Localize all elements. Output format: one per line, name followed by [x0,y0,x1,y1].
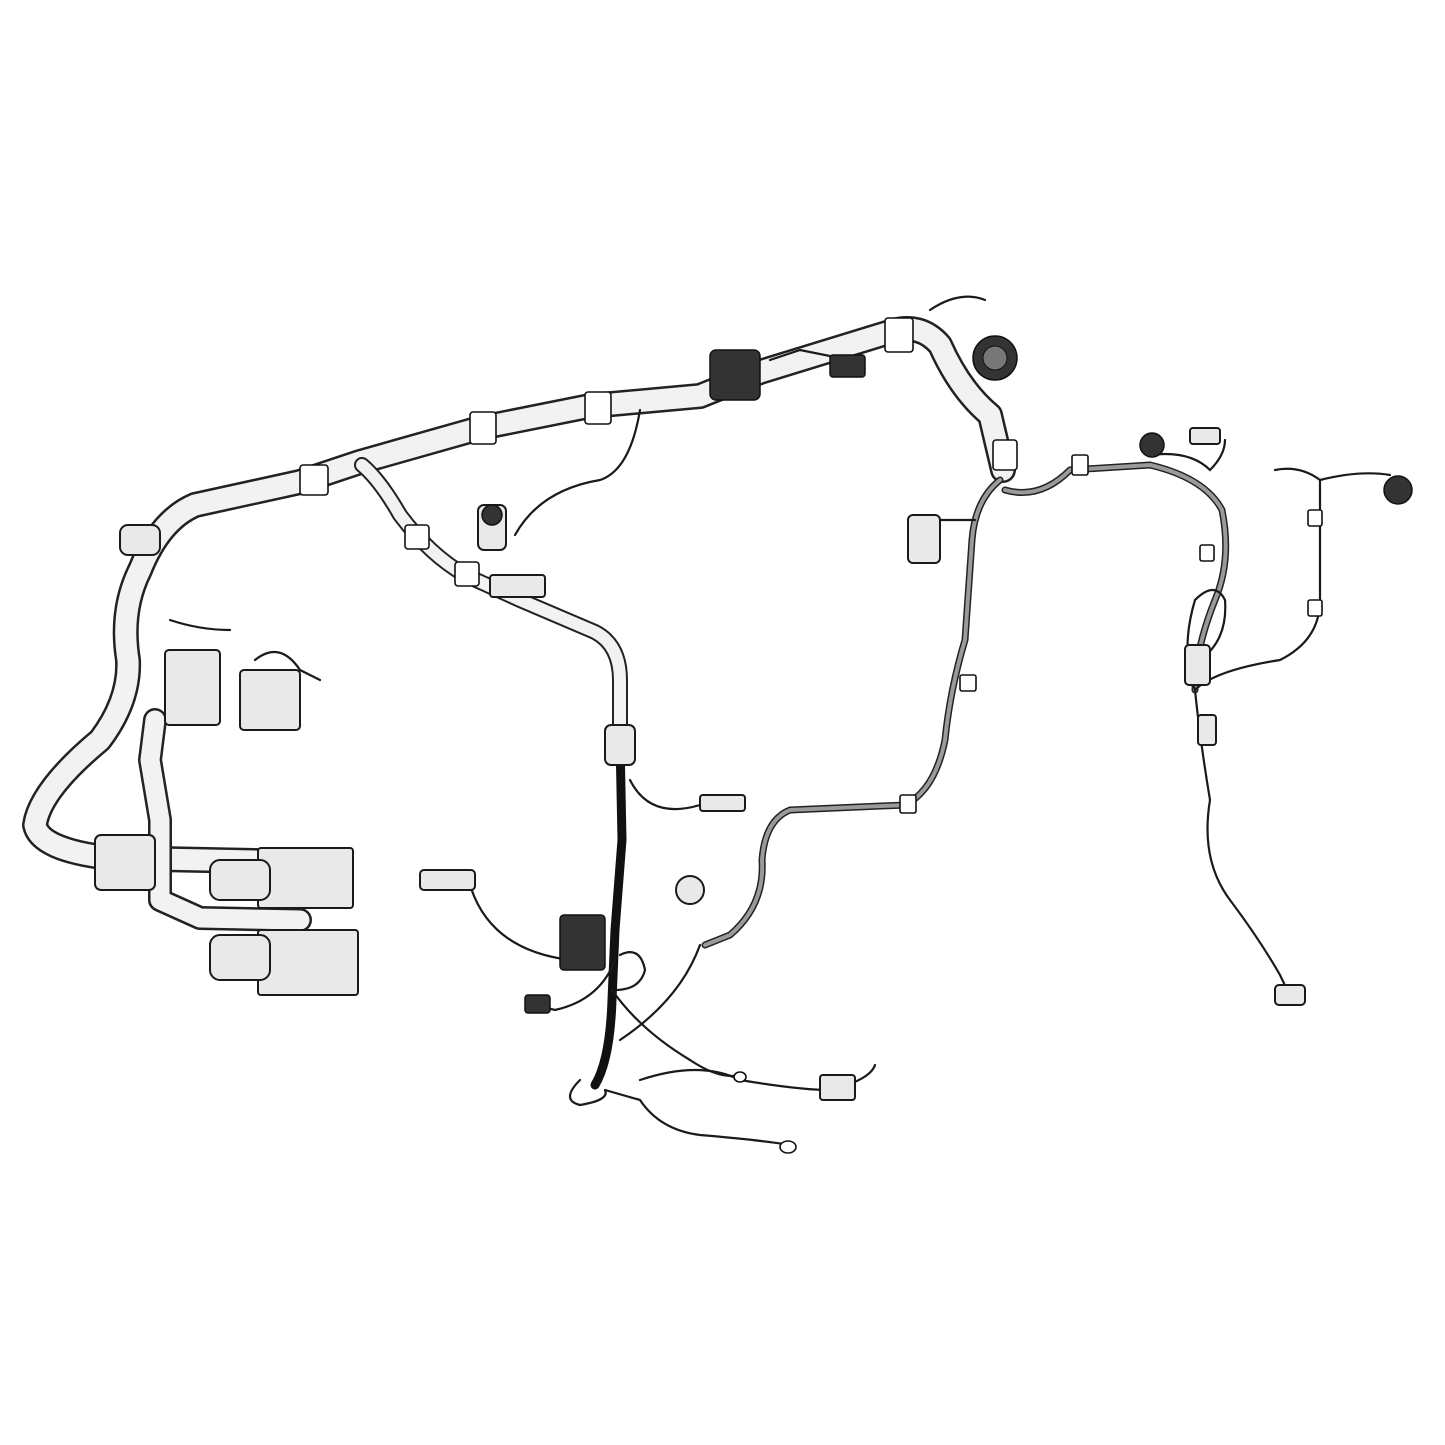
connector-bottom-right [819,1074,856,1101]
clip [1199,544,1215,562]
bulkhead-connector-face [982,345,1008,371]
connector-boot-upper [209,859,271,901]
round-connector-1-face [481,504,503,526]
relay-box [164,649,221,726]
connector-top-left [119,524,161,556]
clip [1307,599,1323,617]
connectors [94,335,1413,1154]
round-connector-3 [1383,475,1413,505]
clip [454,561,480,587]
main-conduit [22,316,1016,932]
junction-block [94,834,156,891]
wires [168,295,1392,1147]
split-clip [1184,644,1211,686]
clip [899,794,917,814]
clip [404,524,430,550]
relay-cluster [559,914,606,971]
gray-cables [701,461,1230,949]
clip [992,439,1018,471]
connector-bottom-left [524,994,551,1014]
clip [959,674,977,692]
ring-terminal-2 [733,1071,747,1083]
center-branch-conduit [354,457,628,1090]
pigtail-connector-2 [419,869,476,891]
clip [884,317,914,353]
ecu-connector-upper [257,847,354,909]
inline-connector [489,574,546,598]
round-connector-4 [675,875,705,905]
clip [584,391,612,425]
clamp-bracket [709,349,761,401]
fuse-block [239,669,301,731]
inline-fuse [1197,714,1217,746]
sensor-connector [1274,984,1306,1006]
clip [1071,454,1089,476]
pigtail-connector-1 [699,794,746,812]
connector-upper-middle [829,354,866,378]
connector-boot-lower [209,934,271,981]
small-connector-top [1189,427,1221,445]
clip [1307,509,1323,527]
ecu-connector-lower [257,929,359,996]
round-connector-2 [1139,432,1165,458]
connector-elbow [907,514,941,564]
grommet [604,724,636,766]
clip [469,411,497,445]
conduit-clips [299,317,1323,814]
clip [299,464,329,496]
ring-terminal-1 [779,1140,797,1154]
